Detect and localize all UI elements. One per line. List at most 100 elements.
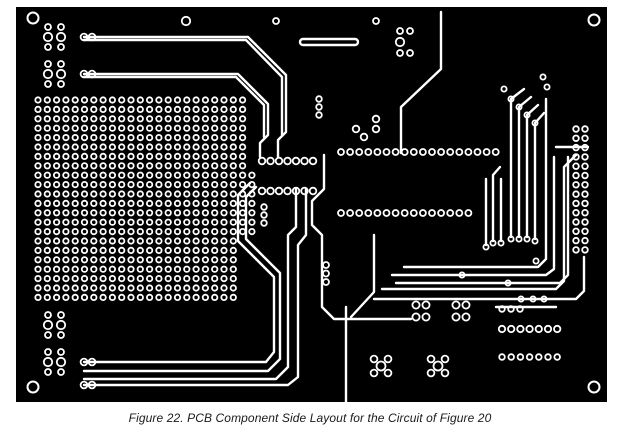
perfboard-pad <box>211 181 219 189</box>
perfboard-pad <box>52 134 61 142</box>
pcb-board <box>16 7 607 402</box>
pcb-layout-graphic <box>16 7 607 402</box>
perfboard-pad <box>90 284 98 292</box>
perfboard-pad <box>62 284 70 292</box>
perfboard-pad <box>146 162 154 170</box>
pad <box>507 95 515 103</box>
ic-pad <box>535 353 543 361</box>
perfboard-pad <box>43 143 51 151</box>
perfboard-pad <box>99 293 107 301</box>
perfboard-pad <box>62 152 70 160</box>
perfboard-pad <box>52 105 61 114</box>
perfboard-pad <box>201 209 209 217</box>
perfboard-pad <box>229 209 237 217</box>
perfboard-pad <box>43 199 51 207</box>
perfboard-pad <box>229 284 237 292</box>
perfboard-pad <box>164 115 172 123</box>
perfboard-pad <box>118 143 126 151</box>
perfboard-pad <box>239 105 247 114</box>
connector-pad <box>44 43 52 51</box>
perfboard-pad <box>99 228 107 236</box>
perfboard-pad <box>34 246 42 254</box>
perfboard-pad <box>34 274 42 283</box>
perfboard-pad <box>90 105 98 114</box>
perfboard-pad <box>201 199 209 207</box>
perfboard-pad <box>43 115 51 123</box>
header-pad <box>572 227 580 235</box>
ic-pad <box>428 209 436 217</box>
perfboard-pad <box>239 228 247 236</box>
trace-loop-a <box>82 181 276 364</box>
perfboard-pad <box>52 124 61 132</box>
perfboard-pad <box>192 265 200 273</box>
perfboard-pad <box>239 143 247 151</box>
figure-caption: Figure 22. PCB Component Side Layout for… <box>128 411 492 425</box>
perfboard-pad <box>52 274 61 283</box>
perfboard-pad <box>34 284 42 292</box>
perfboard-pad <box>34 115 42 123</box>
perfboard-pad <box>211 284 219 292</box>
perfboard-pad <box>220 293 228 301</box>
perfboard-pad <box>173 134 182 142</box>
perfboard-pad <box>90 228 98 236</box>
ic-pad <box>553 353 561 361</box>
perfboard-pad <box>173 96 182 104</box>
connector-pad <box>406 49 414 57</box>
perfboard-pad <box>71 124 79 132</box>
perfboard-pad <box>80 199 89 207</box>
perfboard-pad <box>52 218 61 226</box>
perfboard-pad <box>71 199 79 207</box>
perfboard-pad <box>183 115 191 123</box>
perfboard-pad <box>62 162 70 170</box>
perfboard-pad <box>173 228 182 236</box>
perfboard-pad <box>90 171 98 179</box>
perfboard-pad <box>192 152 200 160</box>
perfboard-pad <box>201 228 209 236</box>
connector-pad <box>42 68 54 80</box>
perfboard-pad <box>118 96 126 104</box>
perfboard-pad <box>136 293 144 301</box>
pad <box>440 354 450 364</box>
pad <box>315 103 323 111</box>
perfboard-pad <box>136 105 144 114</box>
perfboard-pad <box>146 274 154 283</box>
perfboard-pad <box>173 152 182 160</box>
perfboard-pad <box>80 96 89 104</box>
perfboard-pad <box>192 218 200 226</box>
perfboard-pad <box>248 190 256 198</box>
pad <box>371 114 381 124</box>
perfboard-pad <box>71 274 79 283</box>
ic-pad <box>418 209 427 217</box>
connector-pad <box>55 68 67 80</box>
trace-right-5 <box>394 155 570 285</box>
perfboard-pad <box>80 181 89 189</box>
pad <box>540 295 548 303</box>
perfboard-pad <box>146 115 154 123</box>
perfboard-pad <box>118 105 126 114</box>
pad <box>369 354 379 364</box>
perfboard-pad <box>80 134 89 142</box>
perfboard-pad <box>108 190 117 198</box>
header-pad <box>581 199 589 208</box>
perfboard-pad <box>164 228 172 236</box>
perfboard-pad <box>108 256 117 264</box>
perfboard-pad <box>146 246 154 254</box>
mounting-hole-top-left <box>26 11 40 25</box>
perfboard-pad <box>62 293 70 301</box>
perfboard-pad <box>90 274 98 283</box>
ic-pad <box>446 148 455 156</box>
perfboard-pad <box>43 284 51 292</box>
perfboard-pad <box>127 162 135 170</box>
perfboard-pad <box>43 190 51 198</box>
pad <box>315 111 323 119</box>
perfboard-pad <box>183 162 191 170</box>
perfboard-pad <box>183 228 191 236</box>
header-pad <box>572 236 580 245</box>
perfboard-pad <box>43 256 51 264</box>
perfboard-pad <box>118 152 126 160</box>
perfboard-pad <box>146 96 154 104</box>
perfboard-pad <box>192 134 200 142</box>
header-pad <box>581 153 589 161</box>
pad <box>451 300 461 310</box>
perfboard-pad <box>183 105 191 114</box>
